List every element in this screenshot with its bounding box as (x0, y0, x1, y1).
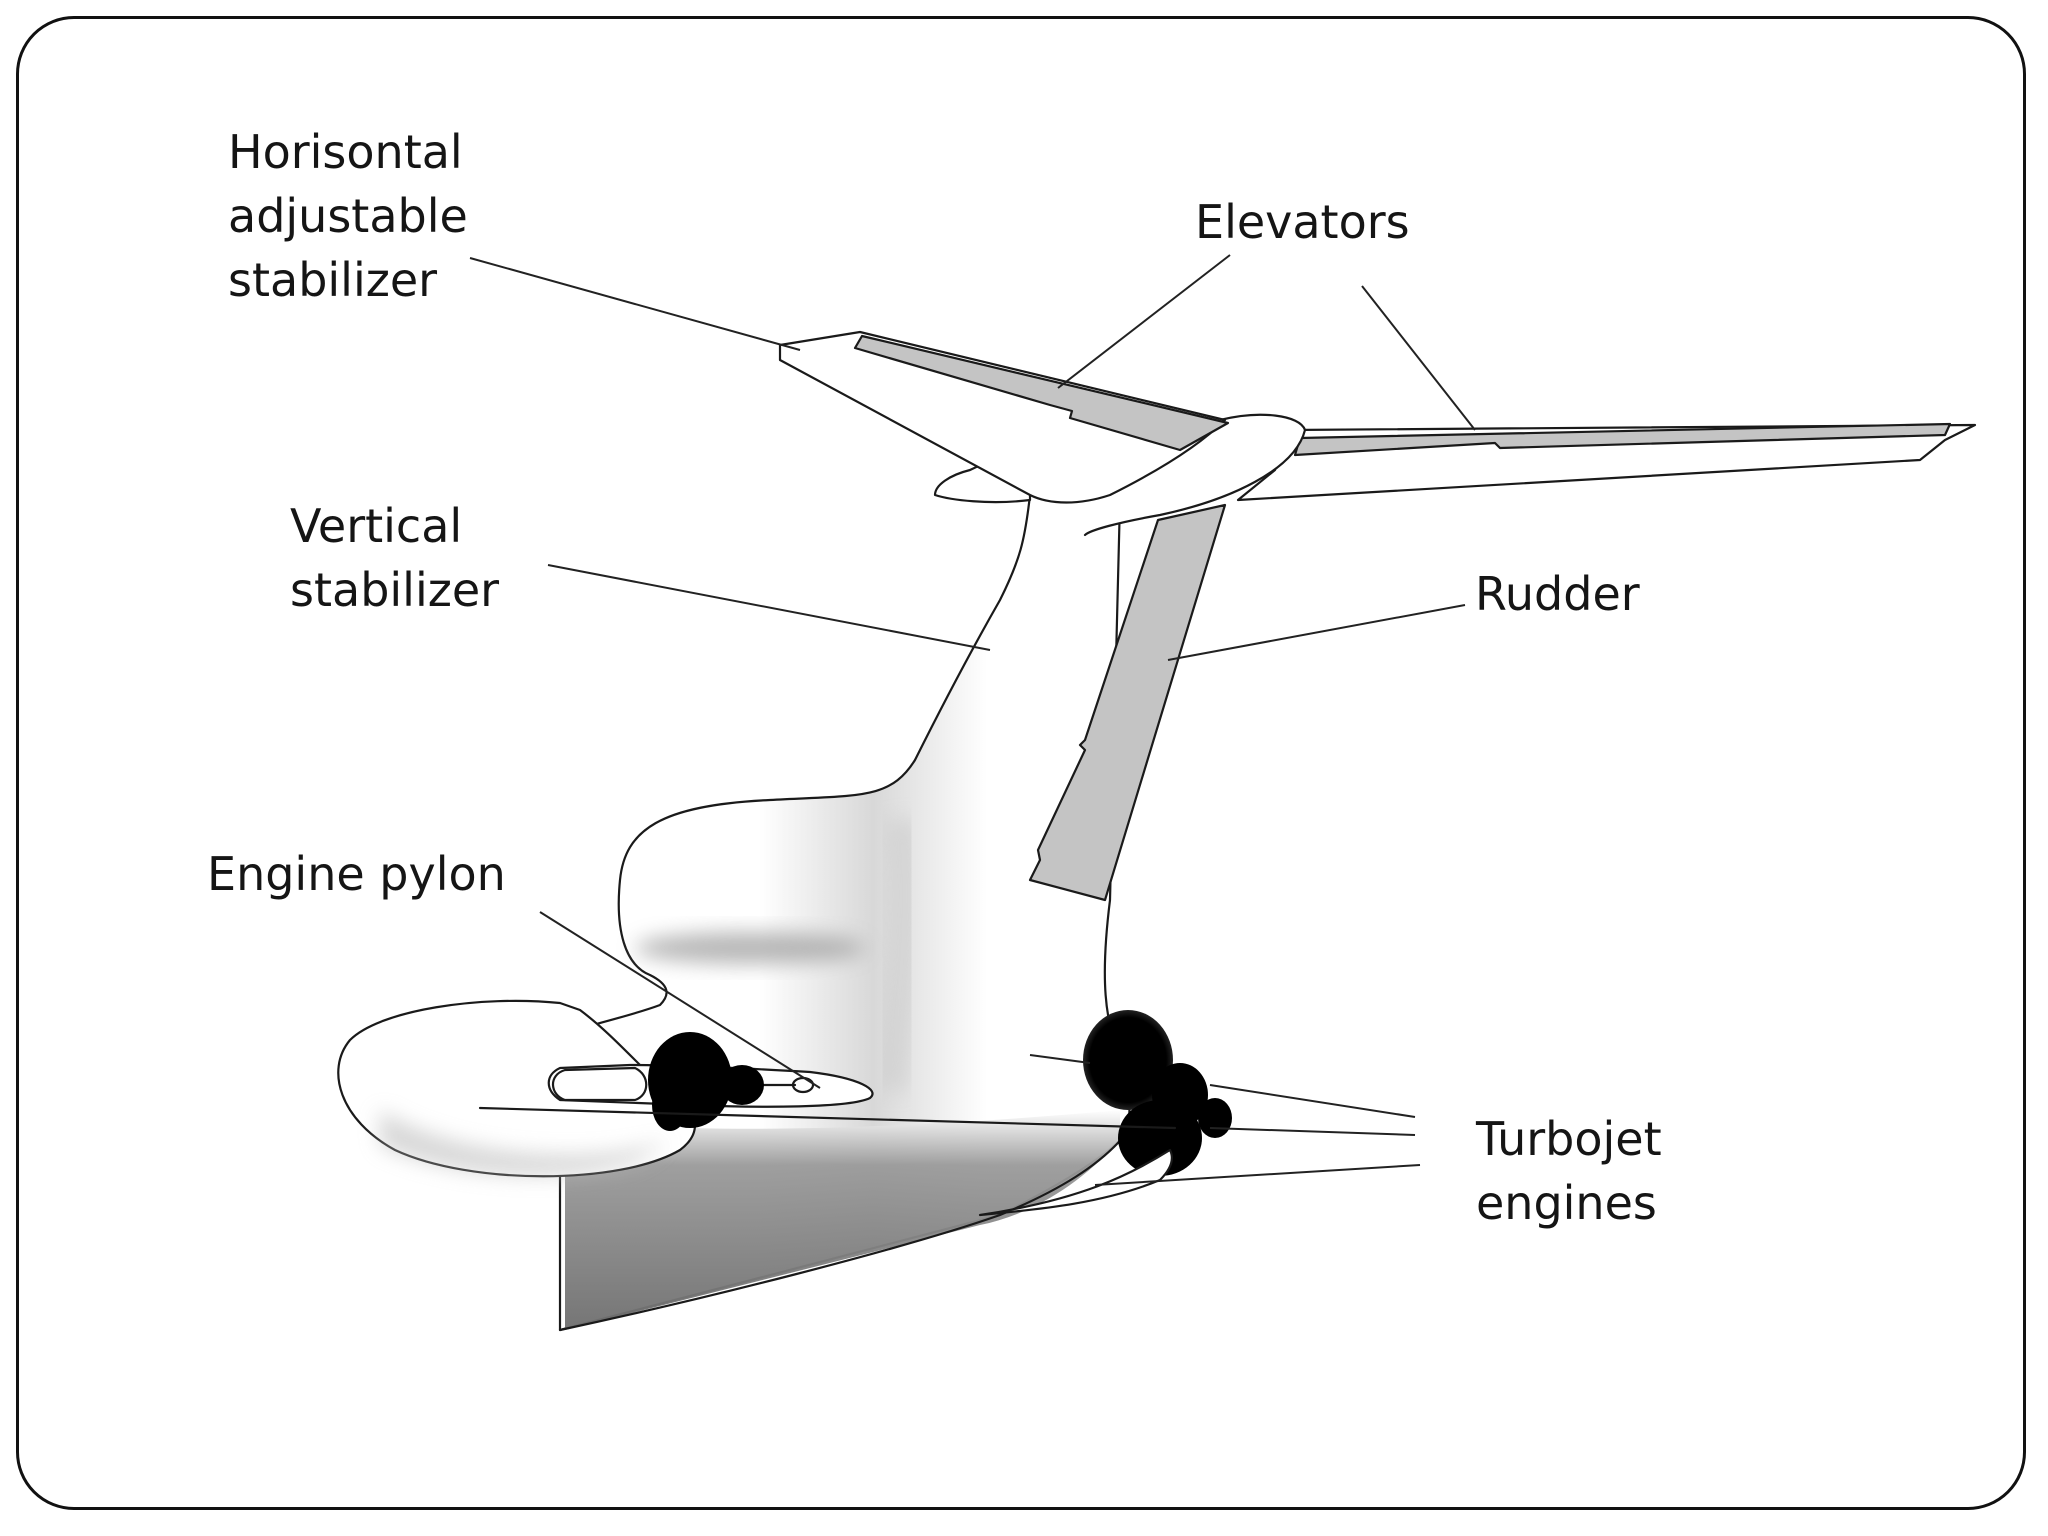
label-turbojet-engines: Turbojet engines (1475, 1112, 1662, 1230)
leader-elevators-left (1057, 254, 1231, 389)
label-vertical-stabilizer: Vertical stabilizer (290, 499, 499, 617)
leader-vertical-stabilizer (547, 564, 991, 651)
turbojet-engines-shapes (648, 1010, 1232, 1176)
leader-turbojet-4 (1029, 1054, 1091, 1064)
left-horizontal-stabilizer (778, 330, 1230, 504)
leader-rudder (1167, 604, 1466, 661)
label-horizontal-stabilizer-line2: adjustable (228, 189, 468, 243)
label-vertical-stabilizer-line1: Vertical (290, 499, 462, 553)
leader-horizontal-stabilizer (469, 257, 801, 351)
left-elevator (853, 334, 1230, 452)
leader-turbojet-2 (1209, 1127, 1416, 1136)
leader-engine-pylon (539, 911, 821, 1089)
label-turbojet-engines-line1: Turbojet (1475, 1112, 1662, 1166)
leader-lines (469, 254, 1476, 1186)
right-horizontal-stabilizer (1236, 422, 1977, 502)
rudder-surface (1028, 503, 1227, 902)
label-engine-pylon: Engine pylon (207, 847, 506, 901)
label-horizontal-stabilizer: Horisontal adjustable stabilizer (228, 125, 468, 307)
label-turbojet-engines-line2: engines (1476, 1176, 1657, 1230)
label-vertical-stabilizer-line2: stabilizer (290, 563, 499, 617)
label-rudder: Rudder (1475, 567, 1640, 621)
label-elevators: Elevators (1195, 195, 1410, 249)
leader-turbojet-3 (1094, 1164, 1421, 1186)
right-elevator (1293, 422, 1952, 457)
leader-elevators-right (1361, 285, 1476, 431)
label-horizontal-stabilizer-line1: Horisontal (228, 125, 463, 179)
leader-turbojet-1 (1209, 1084, 1416, 1118)
label-horizontal-stabilizer-line3: stabilizer (228, 253, 437, 307)
